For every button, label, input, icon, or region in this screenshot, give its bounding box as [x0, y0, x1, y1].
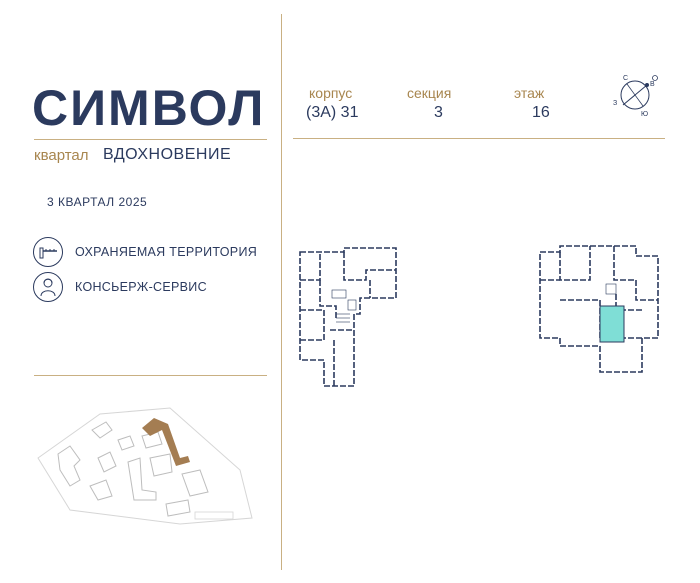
feature-concierge: КОНСЬЕРЖ-СЕРВИС	[33, 272, 207, 302]
compass-letter: З	[613, 100, 617, 107]
building-value: (3А) 31	[306, 104, 359, 121]
vertical-divider	[281, 14, 282, 570]
feature-label: КОНСЬЕРЖ-СЕРВИС	[75, 280, 207, 294]
selected-apartment-highlight	[599, 305, 625, 343]
selected-building-highlight	[142, 418, 190, 466]
compass-letter: В	[650, 81, 655, 88]
compass-letter: Ю	[641, 111, 648, 118]
section-label: секция	[407, 85, 452, 101]
quarter-prefix: квартал	[34, 147, 89, 164]
section-value: 3	[434, 104, 443, 121]
site-plan	[37, 407, 253, 525]
header-divider	[293, 138, 665, 139]
floor-label: этаж	[514, 85, 545, 101]
barrier-icon	[33, 237, 63, 267]
building-label: корпус	[309, 85, 353, 101]
floor-plan	[299, 245, 659, 387]
logo-underline	[34, 139, 267, 140]
quarter-name: ВДОХНОВЕНИЕ	[103, 146, 232, 163]
feature-guarded-territory: ОХРАНЯЕМАЯ ТЕРРИТОРИЯ	[33, 237, 257, 267]
brand-logo: СИМВОЛ	[32, 80, 266, 136]
floor-value: 16	[532, 104, 550, 121]
completion-date: 3 КВАРТАЛ 2025	[47, 195, 148, 209]
compass-letter: С	[623, 75, 628, 82]
compass-icon: С В Ю З	[613, 75, 658, 118]
feature-label: ОХРАНЯЕМАЯ ТЕРРИТОРИЯ	[75, 245, 258, 259]
concierge-icon	[33, 272, 63, 302]
divider-left	[34, 375, 267, 376]
